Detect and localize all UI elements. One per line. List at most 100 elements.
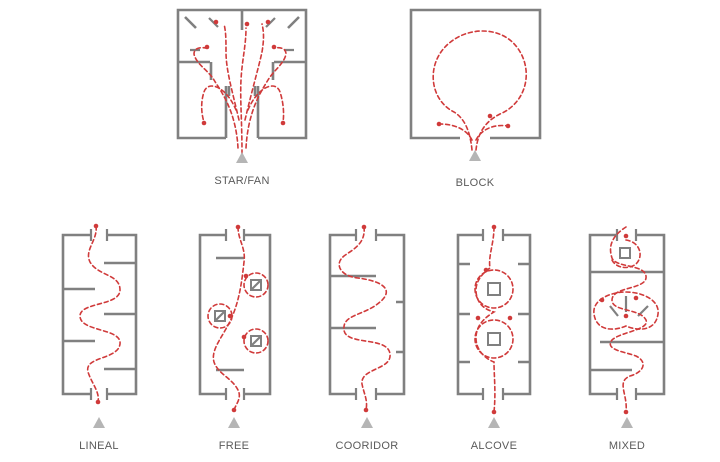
- mixed-path-center-loop: [593, 291, 659, 330]
- star-fan-path-right-top: [244, 23, 265, 121]
- layout-block: BLOCK: [409, 8, 542, 189]
- block-path-right: [475, 124, 509, 141]
- alcove-path-ring: [474, 319, 514, 359]
- exhibit-dot: [244, 21, 250, 27]
- exhibit-dot: [363, 407, 369, 413]
- pedestal: [214, 310, 226, 322]
- exhibit-dot: [231, 407, 237, 413]
- exhibit-dot: [235, 224, 241, 230]
- exhibit-dot: [475, 315, 481, 321]
- layout-label-mixed: MIXED: [609, 440, 645, 452]
- mixed-exhibit-dots: [599, 233, 639, 415]
- block-walls: [409, 8, 542, 140]
- cooridor-visitor-path: [338, 226, 391, 411]
- pedestal: [487, 332, 501, 346]
- free-walls: [198, 229, 272, 400]
- layout-label-alcove: ALCOVE: [471, 440, 517, 452]
- exhibit-dot: [623, 233, 629, 239]
- alcove-path-main: [475, 226, 497, 413]
- block-visitor-paths: [432, 30, 528, 151]
- layout-label-star-fan: STAR/FAN: [214, 175, 269, 187]
- mixed-walls: [588, 229, 666, 400]
- alcove-visitor-paths: [474, 226, 514, 413]
- layout-star-fan: STAR/FAN: [176, 8, 308, 187]
- exhibit-dot: [623, 313, 629, 319]
- mixed-path-top-loop: [611, 239, 641, 269]
- lineal-exhibit-dots: [93, 223, 101, 405]
- exhibit-dot: [243, 273, 249, 279]
- cooridor-exhibit-dots: [361, 224, 369, 413]
- layout-label-free: FREE: [219, 440, 250, 452]
- block-path-loop: [432, 30, 528, 151]
- star-fan-exhibit-dots: [201, 19, 286, 126]
- entrance-marker: [93, 417, 105, 428]
- exhibit-dot: [361, 224, 367, 230]
- exhibit-dot: [623, 409, 629, 415]
- entrance-marker: [236, 152, 248, 163]
- free-visitor-paths: [207, 226, 269, 411]
- free-path-main: [212, 226, 246, 411]
- layout-mixed: MIXED: [588, 226, 666, 452]
- alcove-exhibit-dots: [475, 224, 513, 415]
- star-fan-path-right-lower: [247, 85, 285, 123]
- free-exhibit-dots: [227, 224, 249, 413]
- cooridor-walls: [328, 229, 406, 400]
- exhibit-dot: [227, 313, 233, 319]
- exhibit-dot: [599, 297, 605, 303]
- entrance-marker: [228, 417, 240, 428]
- layout-label-block: BLOCK: [456, 177, 495, 189]
- star-fan-visitor-paths: [193, 23, 287, 155]
- lineal-walls: [61, 229, 138, 400]
- exhibit-dot: [201, 120, 207, 126]
- lineal-visitor-path: [79, 225, 121, 403]
- layout-label-lineal: LINEAL: [79, 440, 119, 452]
- pedestal: [250, 279, 262, 291]
- star-fan-path-left-upper: [193, 46, 239, 149]
- layout-label-cooridor: COORIDOR: [336, 440, 399, 452]
- star-fan-path-center: [239, 27, 247, 155]
- exhibit-dot: [204, 44, 210, 50]
- mixed-visitor-paths: [593, 226, 659, 413]
- exhibit-dot: [93, 223, 99, 229]
- exhibit-dot: [271, 44, 277, 50]
- exhibit-dot: [491, 224, 497, 230]
- exhibit-dot: [507, 315, 513, 321]
- star-fan-path-left-lower: [200, 85, 237, 123]
- block-path-left: [439, 123, 473, 141]
- exhibit-dot: [436, 121, 442, 127]
- free-path-ring: [243, 328, 269, 354]
- entrance-marker: [361, 417, 373, 428]
- layout-free: FREE: [198, 224, 272, 452]
- exhibit-dot: [483, 267, 489, 273]
- layout-cooridor: COORIDOR: [328, 224, 406, 452]
- exhibit-dot: [95, 399, 101, 405]
- pedestal: [487, 282, 501, 296]
- entrance-marker: [469, 150, 481, 161]
- block-exhibit-dots: [436, 113, 511, 129]
- star-fan-walls: [176, 8, 308, 140]
- entrance-marker: [488, 417, 500, 428]
- free-exhibit-pedestals: [214, 279, 262, 347]
- exhibit-dot: [213, 19, 219, 25]
- entrance-marker: [621, 417, 633, 428]
- star-fan-path-right-upper: [245, 46, 287, 149]
- alcove-path-ring: [474, 269, 514, 309]
- exhibit-dot: [491, 409, 497, 415]
- layout-alcove: ALCOVE: [456, 224, 532, 452]
- exhibit-dot: [280, 120, 286, 126]
- exhibit-dot: [265, 19, 271, 25]
- alcove-exhibit-pedestals: [487, 282, 501, 346]
- mixed-path-main: [609, 226, 647, 413]
- pedestal: [250, 335, 262, 347]
- alcove-walls: [456, 229, 532, 400]
- exhibit-dot: [241, 334, 247, 340]
- pedestal-hatch: [215, 280, 261, 346]
- exhibit-dot: [487, 113, 493, 119]
- free-path-ring: [243, 272, 269, 298]
- star-fan-path-left-top: [223, 23, 240, 121]
- pedestal: [619, 247, 631, 259]
- layout-lineal: LINEAL: [61, 223, 138, 452]
- exhibit-dot: [633, 295, 639, 301]
- exhibit-dot: [505, 123, 511, 129]
